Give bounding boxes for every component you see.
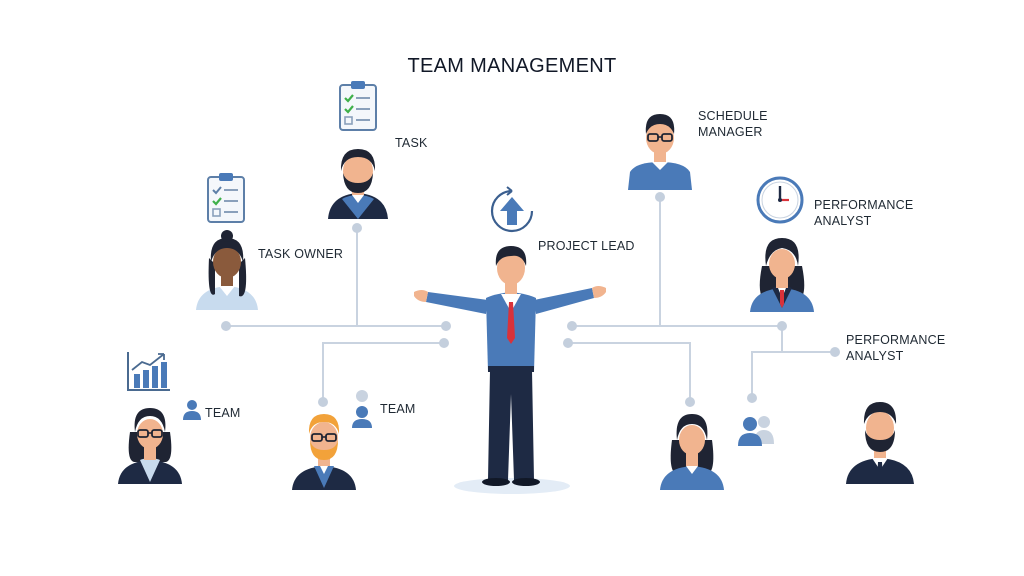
user-icon bbox=[183, 400, 201, 420]
user-group-icon bbox=[738, 416, 774, 446]
task-label: TASK bbox=[395, 136, 428, 150]
node-dot bbox=[439, 338, 449, 348]
node-dot bbox=[441, 321, 451, 331]
bar-chart-growth-icon bbox=[127, 352, 170, 391]
team-member-avatar bbox=[118, 408, 182, 484]
team-2-label: TEAM bbox=[380, 402, 416, 416]
team-label: TEAM bbox=[205, 406, 241, 420]
circular-arrow-up-icon bbox=[490, 186, 534, 233]
clipboard-checklist-icon bbox=[207, 173, 245, 223]
schedule-manager-avatar bbox=[628, 114, 692, 190]
performance-analyst-avatar bbox=[750, 238, 814, 312]
team-member-4-avatar bbox=[846, 402, 914, 484]
node-dot bbox=[563, 338, 573, 348]
node-dot bbox=[655, 192, 665, 202]
node-dot bbox=[747, 393, 757, 403]
clipboard-checklist-icon bbox=[339, 81, 377, 131]
node-dot bbox=[221, 321, 231, 331]
schedule-manager-label: SCHEDULE MANAGER bbox=[698, 109, 768, 139]
project-lead-figure bbox=[414, 246, 606, 494]
task-person-avatar bbox=[328, 149, 388, 219]
node-dot bbox=[777, 321, 787, 331]
node-dot bbox=[318, 397, 328, 407]
team-member-3-avatar bbox=[660, 414, 724, 490]
node-dot bbox=[685, 397, 695, 407]
task-owner-label: TASK OWNER bbox=[258, 247, 344, 261]
clock-icon bbox=[756, 176, 804, 224]
team-member-2-avatar bbox=[292, 414, 356, 490]
project-lead-label: PROJECT LEAD bbox=[538, 239, 635, 253]
performance-analyst-2-label: PERFORMANCE ANALYST bbox=[846, 333, 946, 363]
task-owner-avatar bbox=[196, 230, 258, 310]
performance-analyst-label: PERFORMANCE ANALYST bbox=[814, 198, 914, 228]
user-icon bbox=[352, 390, 372, 428]
node-dot bbox=[830, 347, 840, 357]
page-title: TEAM MANAGEMENT bbox=[407, 55, 617, 77]
node-dot bbox=[567, 321, 577, 331]
node-dot bbox=[352, 223, 362, 233]
